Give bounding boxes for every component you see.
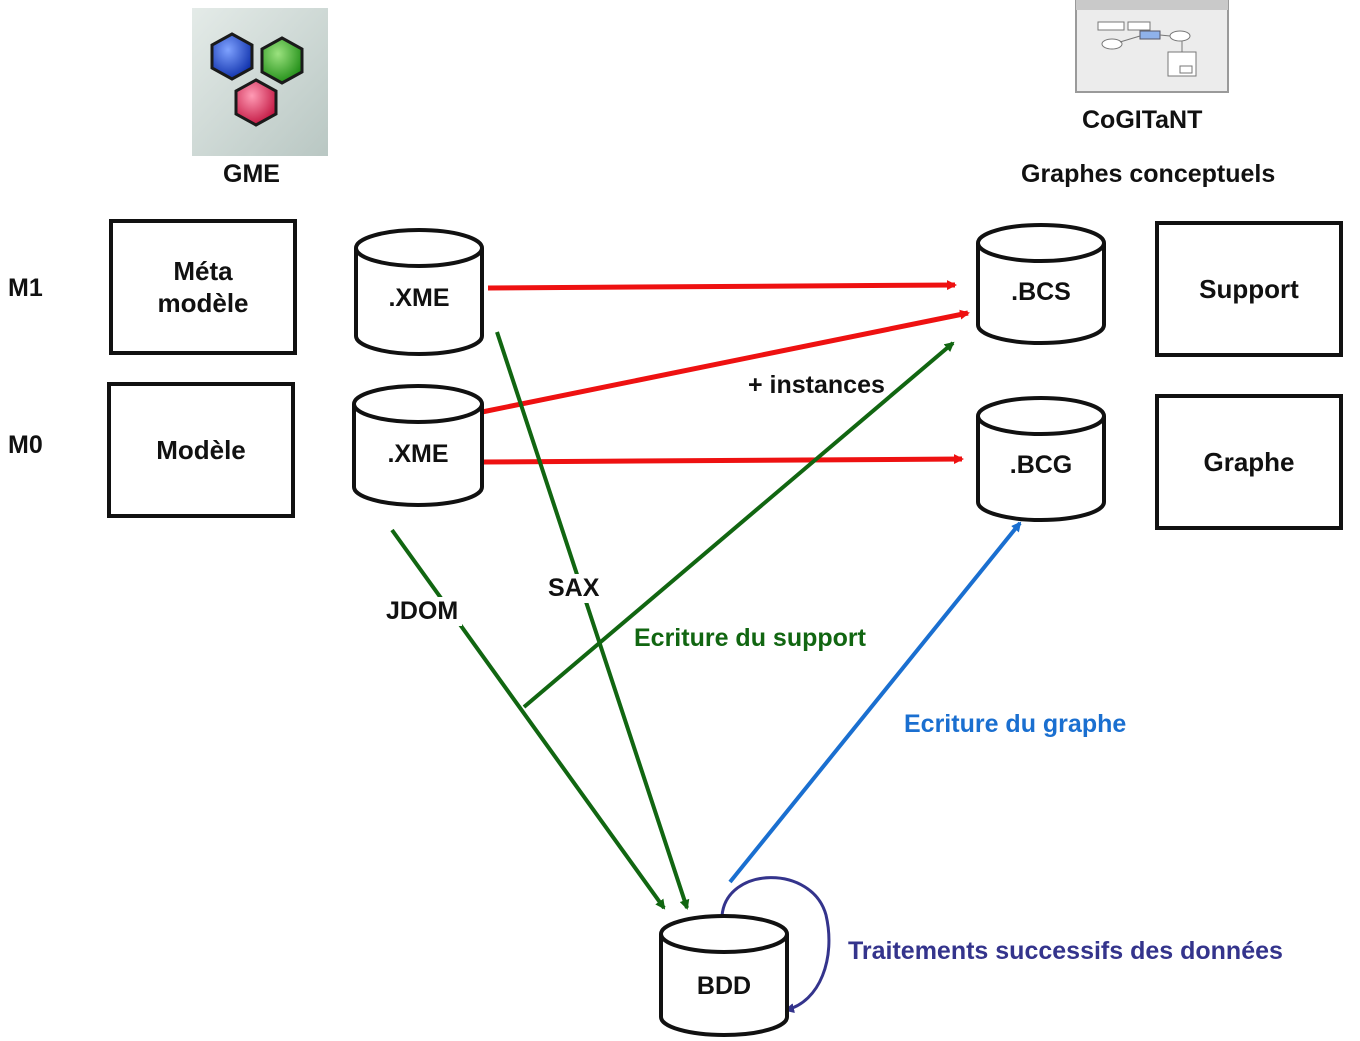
arrow-graph-writing <box>728 521 1022 884</box>
meta-model-line1: Méta <box>173 255 233 286</box>
instances-label: + instances <box>748 371 885 399</box>
blue-hexagon-icon <box>210 32 254 81</box>
arrow-jdom-to-bdd <box>390 528 666 910</box>
arrow-xme-m1-to-bcs <box>487 280 957 291</box>
bdd-label: BDD <box>696 972 752 1000</box>
xme-m0-label: .XME <box>387 440 449 468</box>
cylinder-bcg <box>976 396 1106 522</box>
conceptual-graphs-label: Graphes conceptuels <box>1021 160 1276 188</box>
support-box-label: Support <box>1199 273 1299 304</box>
arrow-processing-loop <box>720 876 831 1014</box>
cogitant-label: CoGITaNT <box>1082 106 1203 134</box>
processing-label: Traitements successifs des données <box>844 937 1287 966</box>
gme-logo <box>192 8 328 156</box>
arrow-sax-to-bdd <box>495 331 690 910</box>
graph-box-label: Graphe <box>1203 446 1295 477</box>
bcs-label: .BCS <box>1011 278 1071 306</box>
xme-m1-label: .XME <box>388 284 450 312</box>
model-box: Modèle <box>107 382 295 518</box>
arrow-xme-m0-to-bcs <box>481 309 970 415</box>
gme-label: GME <box>223 160 280 188</box>
arrow-support-writing <box>522 341 955 709</box>
model-box-label: Modèle <box>156 434 246 465</box>
cylinder-xme-m1 <box>354 228 484 356</box>
meta-model-box: Méta modèle <box>109 219 297 355</box>
red-hexagon-icon <box>234 78 278 127</box>
meta-model-line2: modèle <box>157 288 249 318</box>
graph-writing-label: Ecriture du graphe <box>900 710 1131 739</box>
cylinder-xme-m0 <box>352 384 484 507</box>
cylinder-bcs <box>976 223 1106 345</box>
sax-label: SAX <box>544 574 604 603</box>
jdom-label: JDOM <box>382 597 463 626</box>
support-box: Support <box>1155 221 1343 357</box>
green-hexagon-icon <box>260 36 304 85</box>
level-m0-label: M0 <box>8 431 43 459</box>
bcg-label: .BCG <box>1009 451 1073 479</box>
cogitant-thumbnail <box>1075 0 1229 93</box>
arrow-xme-m0-to-bcg <box>481 454 964 465</box>
graph-box: Graphe <box>1155 394 1343 530</box>
support-writing-label: Ecriture du support <box>630 624 870 653</box>
level-m1-label: M1 <box>8 274 43 302</box>
cylinder-bdd <box>659 914 789 1037</box>
